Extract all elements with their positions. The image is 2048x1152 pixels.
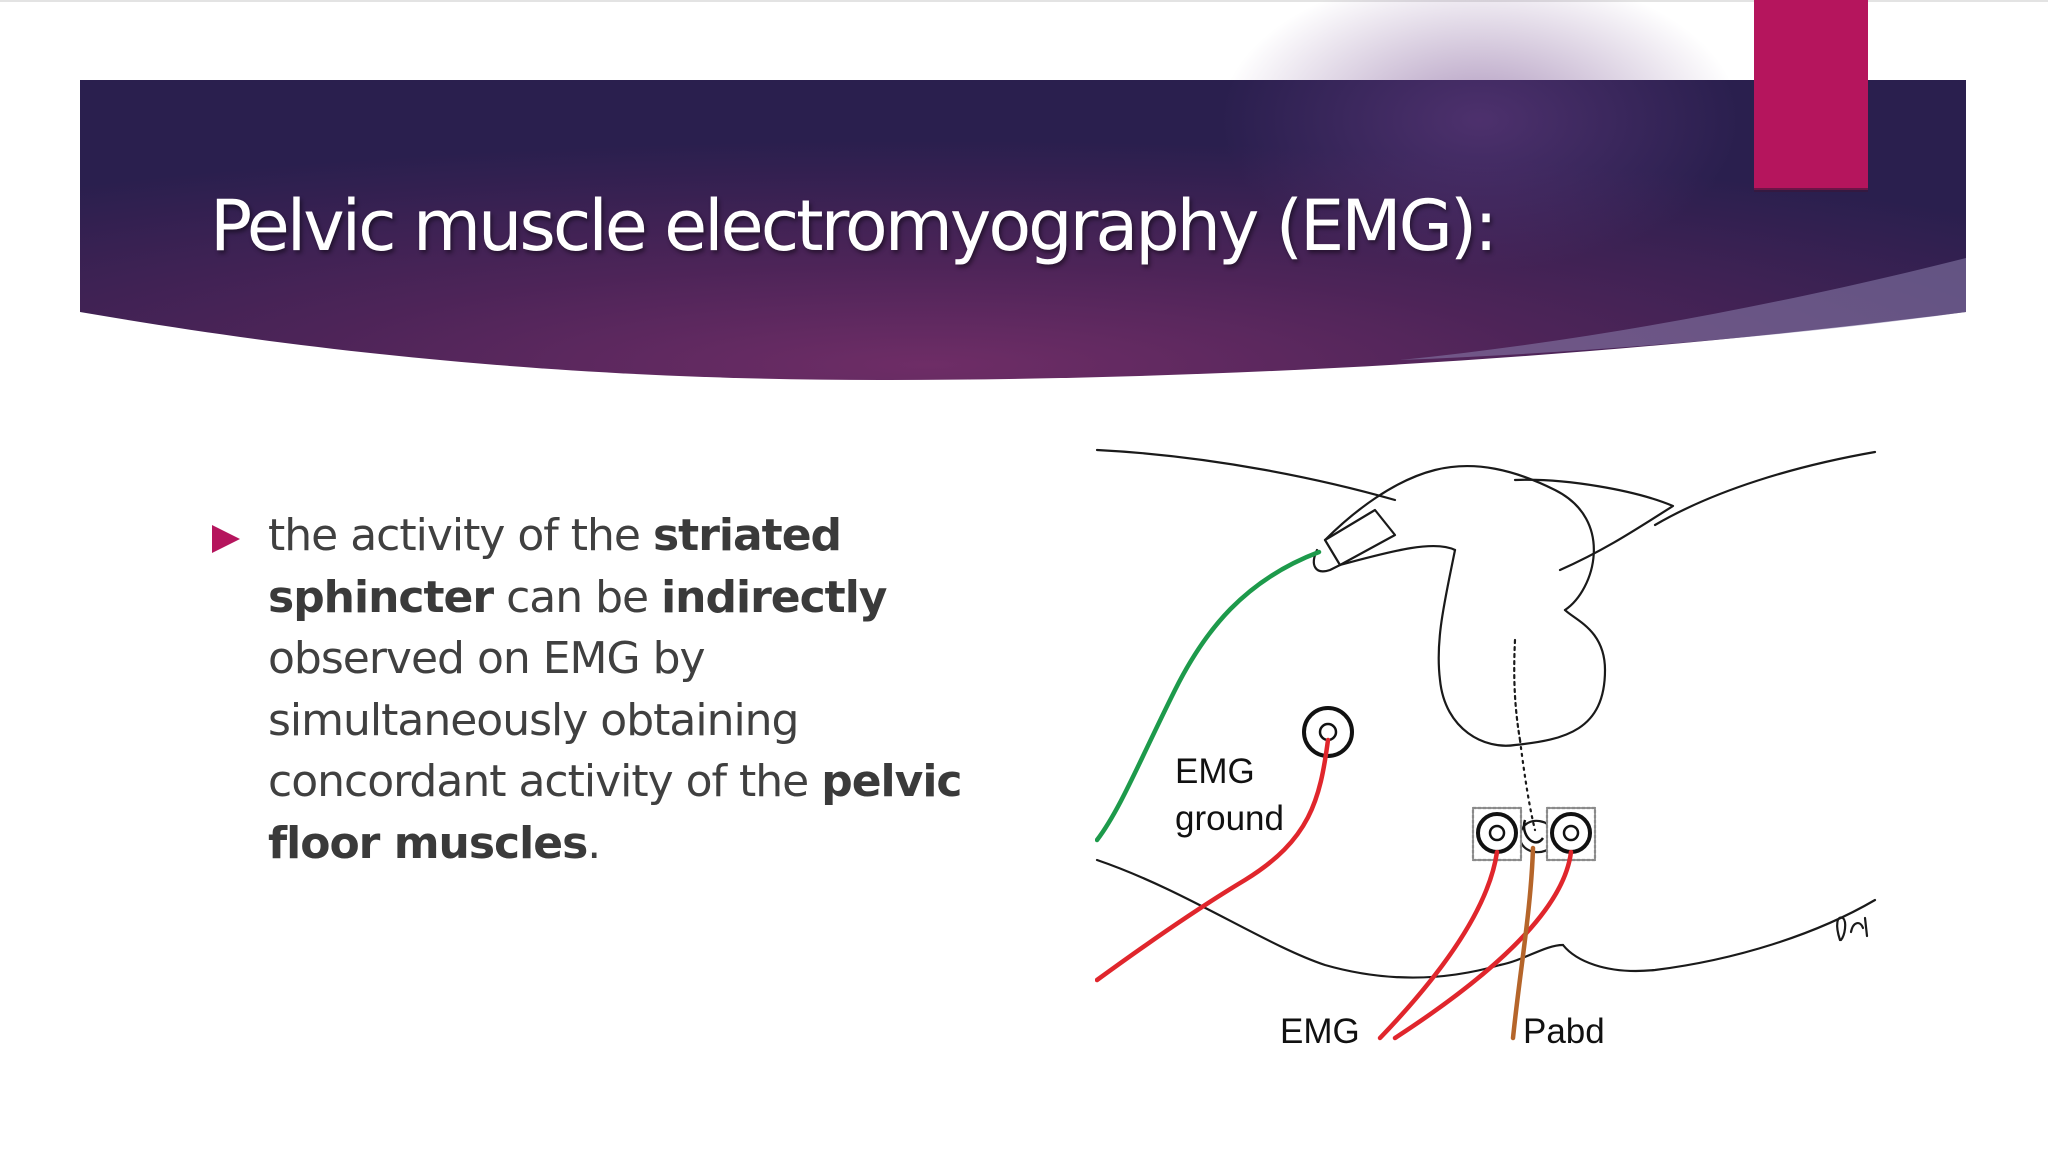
pabd-wire (1510, 845, 1536, 1041)
ground-wire (1095, 549, 1322, 843)
left-thigh-outline (1095, 448, 1397, 502)
emg-ground-label-line2: ground (1175, 799, 1284, 838)
penis-lower (1338, 544, 1457, 567)
bullet-run-bold: striated sphincter (268, 510, 842, 623)
right-thigh-inner (1513, 478, 1675, 572)
emg-electrode-right-inner (1562, 824, 1580, 842)
emg-electrode-illustration: EMG ground EMG Pabd (1095, 448, 1877, 1050)
emg-label: EMG (1280, 1012, 1360, 1050)
right-thigh-outline (1653, 450, 1877, 527)
bullet-text: the activity of the striated sphincter c… (268, 505, 1028, 874)
bullet-run: can be (493, 571, 662, 623)
scrotum-outline (1437, 548, 1607, 747)
artist-signature (1836, 916, 1869, 942)
cleft-outline (1498, 943, 1565, 967)
banner-glow (1220, 0, 1740, 270)
pabd-label: Pabd (1523, 1012, 1605, 1050)
right-hip-outline (1561, 898, 1877, 972)
perineal-line (1518, 738, 1537, 832)
banner-swoosh (1400, 258, 1966, 360)
bullet-run-bold: indirectly (661, 571, 887, 623)
pabd-sensor (1522, 819, 1545, 844)
emg-ground-label-line1: EMG (1175, 752, 1255, 791)
bullet-run: observed on EMG by simultaneously obtain… (268, 633, 822, 807)
bullet-run: . (587, 817, 601, 869)
penis-outline (1323, 464, 1595, 612)
triangle-right-icon (212, 525, 240, 553)
bullet-run-bold: pelvic floor muscles (268, 756, 962, 869)
scrotum-fold (1513, 638, 1522, 742)
accent-tab (1754, 0, 1868, 190)
emg-electrode-left-inner (1488, 824, 1506, 842)
ground-electrode-outer (1302, 706, 1354, 758)
emg-wire-left (1377, 849, 1500, 1041)
ground-electrode-inner (1318, 722, 1338, 742)
accent-tab-shadow (1754, 188, 1868, 192)
left-hip-outline (1095, 858, 1502, 979)
title-banner (80, 0, 1966, 380)
glans-outline (1323, 508, 1397, 567)
emg-wire-right (1392, 849, 1574, 1041)
top-rule (0, 0, 2048, 2)
slide-title: Pelvic muscle electromyography (EMG): (210, 185, 1498, 267)
emg-ground-wire (1095, 737, 1331, 983)
bullet-run: the activity of the (268, 510, 653, 561)
